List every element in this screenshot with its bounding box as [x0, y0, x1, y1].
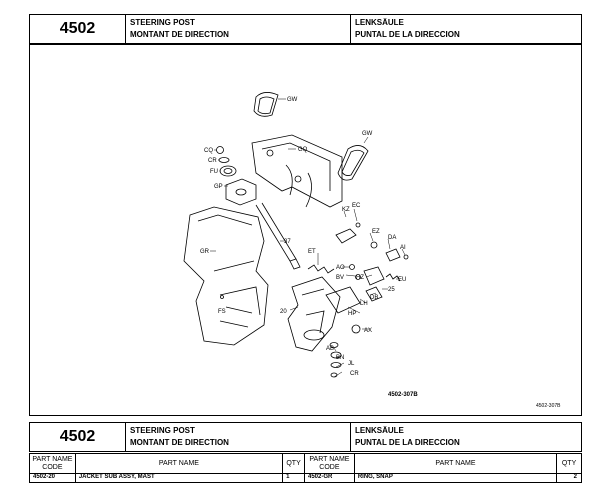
title-spanish: PUNTAL DE LA DIRECCION — [355, 30, 460, 39]
title-german: LENKSÄULE — [355, 18, 404, 27]
callout-label-cr: CR — [208, 158, 217, 164]
ax-bolt-part — [351, 324, 361, 334]
cell-code-2: 4502-GR — [305, 474, 355, 482]
title-block-left: STEERING POST MONTANT DE DIRECTION — [126, 15, 351, 43]
callout-label-lh: LH — [360, 301, 368, 307]
cr-washer-part — [218, 157, 230, 163]
figure-id-label: 4502-307B — [388, 392, 418, 398]
callout-label-gw: GW — [287, 97, 298, 103]
cell-qty-2: 2 — [573, 474, 578, 480]
table-section-header: 4502 STEERING POST MONTANT DE DIRECTION … — [29, 422, 582, 452]
title-block-left-2: STEERING POST MONTANT DE DIRECTION — [126, 423, 351, 451]
cq-nut-part — [216, 146, 224, 154]
callout-label-fu: FU — [210, 169, 218, 175]
callout-label-ao: AO — [336, 265, 345, 271]
callout-label-20: 20 — [280, 309, 287, 315]
corner-reference: 4502-307B — [536, 403, 561, 409]
col-part-code-2: PART NAME CODE — [305, 454, 355, 473]
callout-label-fs: FS — [218, 309, 226, 315]
callout-label-ai: AI — [400, 245, 406, 251]
title-german-2: LENKSÄULE — [355, 426, 404, 435]
title-english: STEERING POST — [130, 18, 195, 27]
callout-label-hp: HP — [348, 311, 356, 317]
callout-label-ab: AB — [326, 346, 334, 352]
callout-label-bn: BN — [336, 355, 344, 361]
callout-label-hz: HZ — [356, 275, 364, 281]
callout-label-cr: CR — [350, 371, 359, 377]
callout-label-eu: EU — [398, 277, 406, 283]
gw-gasket-top-part — [253, 92, 279, 117]
col-qty: QTY — [283, 454, 305, 473]
parts-table-header: PART NAME CODE PART NAME QTY PART NAME C… — [29, 453, 582, 473]
callout-label-da: DA — [388, 235, 396, 241]
callout-label-db: DB — [370, 295, 378, 301]
section-code: 4502 — [30, 15, 126, 43]
callout-label-25: 25 — [388, 287, 395, 293]
table-row: 4502-20 JACKET SUB ASSY, MAST 1 4502-GR … — [29, 473, 582, 483]
cell-name: JACKET SUB ASSY, MAST — [76, 474, 284, 482]
callout-label-kz: KZ — [342, 207, 350, 213]
callout-label-ax: AX — [364, 328, 372, 334]
title-french-2: MONTANT DE DIRECTION — [130, 438, 229, 447]
page-header: 4502 STEERING POST MONTANT DE DIRECTION … — [29, 14, 582, 44]
title-block-right-2: LENKSÄULE PUNTAL DE LA DIRECCION — [351, 423, 581, 451]
callout-label-gw: GW — [362, 131, 373, 137]
callout-label-gq: GQ — [298, 147, 308, 153]
col-part-name: PART NAME — [76, 454, 284, 473]
title-block-right: LENKSÄULE PUNTAL DE LA DIRECCION — [351, 15, 581, 43]
gq-bracket-part — [251, 134, 343, 208]
callout-label-gr: GR — [200, 249, 210, 255]
et-spring-part — [307, 264, 335, 274]
callout-label-37: 37 — [284, 239, 291, 245]
title-english-2: STEERING POST — [130, 426, 195, 435]
ab-washer-part — [329, 342, 339, 348]
title-french: MONTANT DE DIRECTION — [130, 30, 229, 39]
col-qty-2: QTY — [561, 459, 577, 467]
cell-code: 4502-20 — [30, 474, 76, 482]
gr-cover-panel-part — [183, 206, 269, 346]
callout-label-gp: GP — [214, 184, 223, 190]
steering-shaft-part — [255, 204, 291, 262]
callout-label-bv: BV — [336, 275, 344, 281]
col-part-name-2: PART NAME — [355, 454, 558, 473]
section-code-2: 4502 — [30, 423, 126, 451]
post-assembly-20-part — [287, 276, 341, 352]
callout-label-ec: EC — [352, 203, 361, 209]
cell-qty: 1 — [283, 474, 305, 482]
gw-gasket-right-part — [337, 145, 369, 181]
title-spanish-2: PUNTAL DE LA DIRECCION — [355, 438, 460, 447]
callout-label-jl: JL — [348, 361, 355, 367]
col-part-code: PART NAME CODE — [30, 454, 76, 473]
callout-label-et: ET — [308, 249, 316, 255]
cell-name-2: RING, SNAP — [355, 474, 558, 482]
callout-label-cq: CQ — [204, 148, 213, 154]
callout-label-ez: EZ — [372, 229, 380, 235]
fu-bushing-part — [219, 165, 237, 177]
gp-plate-part — [225, 178, 257, 206]
kz-lever-part — [335, 228, 357, 244]
